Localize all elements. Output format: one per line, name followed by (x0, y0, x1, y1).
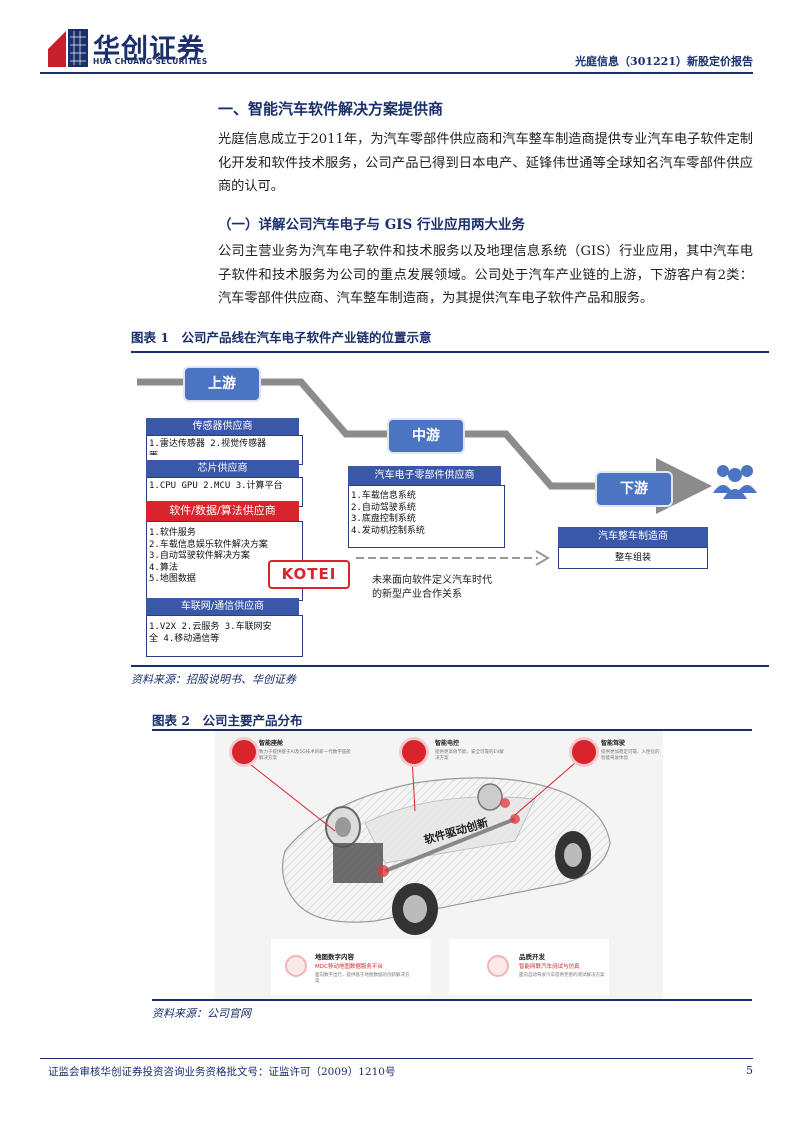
footer-license: 证监会审核华创证券投资咨询业务资格批文号：证监许可（2009）1210号 (48, 1066, 396, 1078)
product-name: 智能驾驶 (601, 740, 626, 747)
oem-line: 整车组装 (614, 553, 651, 563)
stage-downstream: 下游 (595, 471, 673, 507)
figure1-top-rule (131, 351, 769, 353)
parts-line: 2.自动驾驶系统 (351, 502, 416, 513)
iov-box: 1.V2X 2.云服务 3.车联网安 全 4.移动通信等 (146, 615, 303, 657)
software-line: 5.地图数据 (149, 574, 196, 584)
sub-heading: （一）详解公司汽车电子与 GIS 行业应用两大业务 (218, 217, 525, 233)
parts-line: 1.车载信息系统 (351, 491, 416, 501)
product-desc: 提供更高效节能、安全可靠的EV解决方案 (435, 750, 504, 761)
product-name: 地图数字内容 (315, 953, 354, 961)
sensor-line: 等 (149, 451, 300, 455)
footer-divider (40, 1058, 753, 1059)
logo-english: HUA CHUANG SECURITIES (93, 57, 208, 66)
figure2-top-rule (152, 729, 752, 731)
product-desc: 提供更加稳定可靠、人性化的智能驾驶体验 (601, 750, 660, 761)
engine-block (333, 843, 383, 883)
dashed-note-line: 未来面向软件定义汽车时代 (372, 575, 492, 586)
figure1-bottom-rule (131, 665, 769, 667)
software-line: 3.自动驾驶软件解决方案 (149, 551, 250, 561)
logo-name: 华创证券 (93, 34, 205, 65)
iov-line: 1.V2X 2.云服务 3.车联网安 (149, 622, 272, 632)
product-name: 品质开发 (519, 953, 545, 961)
figure1-title: 图表 1 公司产品线在汽车电子软件产业链的位置示意 (131, 330, 432, 345)
sensor-line: 1.雷达传感器 2.视觉传感器 (149, 439, 267, 449)
product-highlight: 智能网联汽车测试与仿真 (519, 964, 580, 970)
software-line: 2.车载信息娱乐软件解决方案 (149, 539, 268, 550)
product-illustration: 软件驱动创新 智能座舱 致力于提供基于AI及5G技术的新一代数字座舱解决方案 智… (215, 731, 663, 999)
section-heading: 一、智能汽车软件解决方案提供商 (218, 100, 444, 118)
software-box-title: 软件/数据/算法供应商 (146, 501, 299, 521)
steering-icon (569, 737, 599, 767)
report-title: 光庭信息（301221）新股定价报告 (575, 55, 753, 68)
software-line: 1.软件服务 (149, 528, 196, 538)
iov-box-title: 车联网/通信供应商 (146, 598, 299, 615)
oem-box-title: 汽车整车制造商 (558, 527, 708, 547)
figure2-title: 图表 2 公司主要产品分布 (152, 713, 303, 728)
parts-line: 3.底盘控制系统 (351, 514, 416, 524)
quality-product-card (449, 939, 609, 995)
cockpit-icon (229, 737, 259, 767)
intro-paragraph: 光庭信息成立于2011年，为汽车零部件供应商和汽车整车制造商提供专业汽车电子软件… (218, 132, 753, 194)
chip-line: 1.CPU GPU 2.MCU 3.计算平台 (149, 481, 283, 491)
parts-line: 4.发动机控制系统 (351, 525, 425, 536)
figure1-source: 资料来源：招股说明书、华创证券 (131, 673, 296, 686)
figure2-bottom-rule (152, 999, 752, 1001)
product-name: 智能座舱 (259, 740, 284, 747)
product-highlight: MDC移动地图数据服务平台 (315, 964, 383, 970)
figure2-source: 资料来源：公司官网 (152, 1007, 251, 1020)
product-desc: 面向数字出行，提供基于地图数据的创新解决方案 (315, 973, 410, 984)
parts-box: 1.车载信息系统 2.自动驾驶系统 3.底盘控制系统 4.发动机控制系统 (348, 485, 505, 548)
iov-line: 全 4.移动通信等 (149, 633, 220, 644)
quality-icon (487, 955, 509, 977)
kotei-logo: KOTEI (268, 560, 350, 589)
page-number: 5 (746, 1064, 753, 1077)
product-name: 智能电控 (435, 740, 460, 747)
oem-box: 整车组装 (558, 547, 708, 569)
map-pin-icon (285, 955, 307, 977)
logo-mark-icon (48, 29, 88, 67)
ecu-icon (399, 737, 429, 767)
software-line: 4.算法 (149, 562, 178, 573)
product-desc: 面向自动驾驶汽车提供完善的测试解决方案 (519, 973, 605, 978)
sensor-box-title: 传感器供应商 (146, 418, 299, 435)
car-wireframe-image (240, 756, 611, 935)
customers-icon (713, 465, 757, 499)
chip-box-title: 芯片供应商 (146, 460, 299, 477)
header-divider (40, 72, 753, 74)
stage-upstream: 上游 (183, 366, 261, 402)
dashed-note-line: 的新型产业合作关系 (372, 589, 462, 600)
body-paragraph: 公司主营业务为汽车电子软件和技术服务以及地理信息系统（GIS）行业应用，其中汽车… (218, 244, 753, 306)
dashed-arrow (356, 550, 550, 566)
stage-midstream: 中游 (387, 418, 465, 454)
product-desc: 致力于提供基于AI及5G技术的新一代数字座舱解决方案 (259, 750, 351, 761)
parts-box-title: 汽车电子零部件供应商 (348, 466, 501, 485)
dashed-note: 未来面向软件定义汽车时代 的新型产业合作关系 (372, 574, 492, 602)
